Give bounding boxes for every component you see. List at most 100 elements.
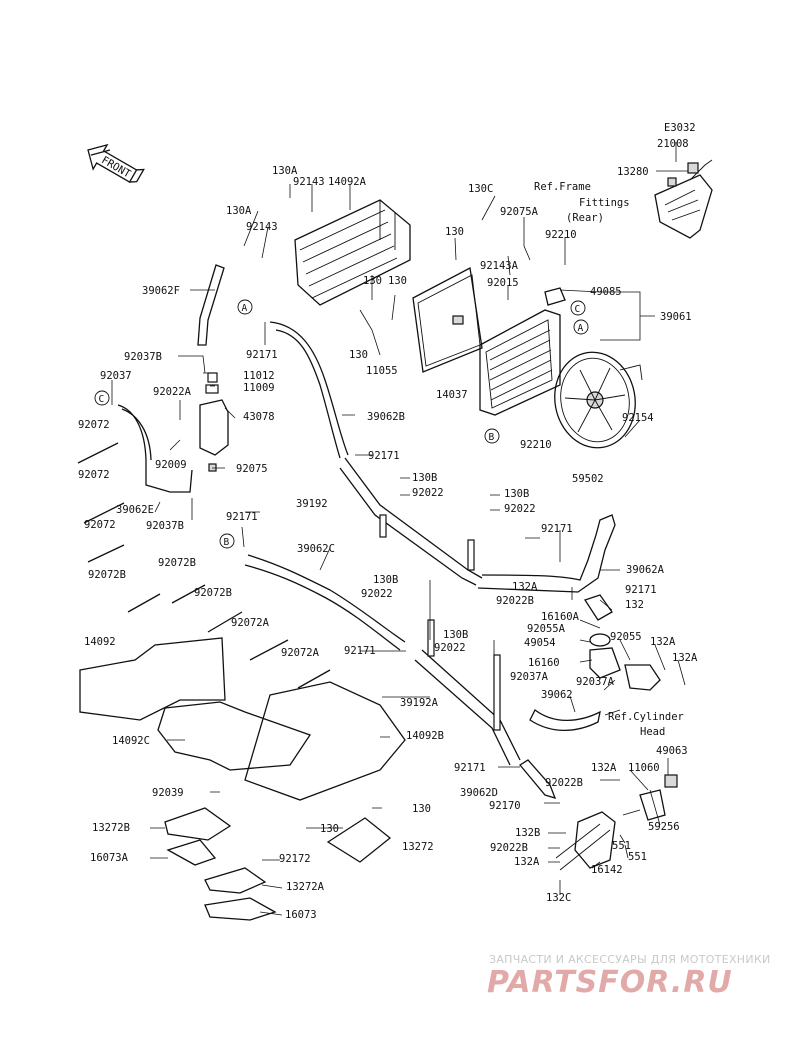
part-label: 92072B bbox=[158, 557, 196, 569]
screen-part bbox=[412, 266, 483, 373]
part-label: 39062F bbox=[142, 285, 180, 297]
ref-frame-line3: (Rear) bbox=[566, 212, 604, 224]
part-label: 13272 bbox=[402, 841, 434, 853]
part-label: 59256 bbox=[648, 821, 680, 833]
part-label: 132C bbox=[546, 892, 571, 904]
cover-14092b bbox=[244, 681, 406, 801]
part-label: 92072 bbox=[78, 419, 110, 431]
part-label: 551 bbox=[628, 851, 647, 863]
bracket-13272 bbox=[326, 817, 392, 863]
part-label: 39192A bbox=[400, 697, 439, 709]
ref-cyl-line1: Ref.Cylinder bbox=[608, 711, 684, 723]
part-label: 39062A bbox=[626, 564, 665, 576]
part-label: 39192 bbox=[296, 498, 328, 510]
part-label: 130B bbox=[504, 488, 529, 500]
part-label: 132A bbox=[672, 652, 698, 664]
part-label: 130B bbox=[412, 472, 437, 484]
svg-text:C: C bbox=[99, 394, 105, 405]
svg-text:B: B bbox=[224, 537, 230, 548]
part-label: 92075 bbox=[236, 463, 268, 475]
radiator-part bbox=[479, 287, 566, 416]
pipe-39192 bbox=[344, 457, 483, 579]
hose-39062c bbox=[247, 554, 406, 643]
part-label: 14092B bbox=[406, 730, 444, 742]
diagram-code: E3032 bbox=[664, 122, 696, 134]
hose-39062e bbox=[117, 404, 193, 493]
frame-fittings-part bbox=[654, 159, 713, 239]
part-label: 92171 bbox=[625, 584, 657, 596]
part-label: 132A bbox=[650, 636, 676, 648]
part-label: 92171 bbox=[226, 511, 258, 523]
part-label: 132A bbox=[514, 856, 540, 868]
part-label: 92143 bbox=[293, 176, 325, 188]
part-label: 92037 bbox=[100, 370, 132, 382]
ref-cyl-line2: Head bbox=[640, 726, 665, 738]
part-label: 49054 bbox=[524, 637, 556, 649]
front-arrow: FRONT bbox=[87, 143, 145, 183]
plate-13272b bbox=[164, 807, 232, 841]
part-label: 130B bbox=[443, 629, 468, 641]
hose-39062a bbox=[477, 514, 616, 593]
part-label: 49063 bbox=[656, 745, 688, 757]
part-labels: 21008 13280 130A 92143 14092A 130A 92143… bbox=[78, 138, 698, 921]
part-label: 11060 bbox=[628, 762, 660, 774]
part-label: 92022 bbox=[412, 487, 444, 499]
part-label: 92171 bbox=[541, 523, 573, 535]
part-label: 92143 bbox=[246, 221, 278, 233]
part-label: 39062B bbox=[367, 411, 405, 423]
hose-39062b bbox=[269, 321, 349, 456]
part-label: 130A bbox=[272, 165, 298, 177]
part-label: 92037A bbox=[576, 676, 615, 688]
marker-b-2: B bbox=[219, 533, 235, 549]
part-label: 14092C bbox=[112, 735, 150, 747]
part-label: 92072A bbox=[281, 647, 320, 659]
part-label: 14037 bbox=[436, 389, 468, 401]
part-label: 11009 bbox=[243, 382, 275, 394]
ref-frame-line2: Fittings bbox=[579, 197, 630, 209]
part-label: 21008 bbox=[657, 138, 689, 150]
part-label: 132 bbox=[625, 599, 644, 611]
leader-lines bbox=[111, 142, 688, 916]
part-label: 92171 bbox=[246, 349, 278, 361]
svg-text:A: A bbox=[578, 323, 584, 334]
part-label: 92022 bbox=[361, 588, 393, 600]
part-label: 92210 bbox=[545, 229, 577, 241]
svg-text:A: A bbox=[242, 303, 248, 314]
part-label: 132B bbox=[515, 827, 540, 839]
part-label: 92172 bbox=[279, 853, 311, 865]
part-label: 92171 bbox=[454, 762, 486, 774]
part-label: 92037B bbox=[124, 351, 162, 363]
part-label: 11055 bbox=[366, 365, 398, 377]
part-label: 130 bbox=[388, 275, 407, 287]
plate-16073a bbox=[166, 839, 217, 866]
marker-c-2: C bbox=[570, 300, 586, 316]
part-label: 130 bbox=[320, 823, 339, 835]
part-label: 92072B bbox=[194, 587, 232, 599]
hose-39062 bbox=[529, 709, 601, 731]
part-label: 92171 bbox=[344, 645, 376, 657]
part-label: 39061 bbox=[660, 311, 692, 323]
part-label: 13272A bbox=[286, 881, 325, 893]
marker-b-1: B bbox=[484, 428, 500, 444]
part-label: 92072A bbox=[231, 617, 270, 629]
marker-c-1: C bbox=[94, 390, 110, 406]
fan-part bbox=[554, 351, 643, 449]
part-label: 551 bbox=[612, 840, 631, 852]
part-label: 49085 bbox=[590, 286, 622, 298]
part-label: 43078 bbox=[243, 411, 275, 423]
part-label: 14092 bbox=[84, 636, 116, 648]
part-label: 92037B bbox=[146, 520, 184, 532]
watermark-tagline: ЗАПЧАСТИ И АКСЕССУАРЫ ДЛЯ МОТОТЕХНИКИ bbox=[489, 953, 771, 966]
part-label: 92055A bbox=[527, 623, 566, 635]
part-label: 13280 bbox=[617, 166, 649, 178]
part-label: 92075A bbox=[500, 206, 539, 218]
part-label: 92039 bbox=[152, 787, 184, 799]
part-label: 92022B bbox=[490, 842, 528, 854]
part-label: 92072B bbox=[88, 569, 126, 581]
part-label: 39062E bbox=[116, 504, 154, 516]
part-label: 130 bbox=[412, 803, 431, 815]
part-label: 39062C bbox=[297, 543, 335, 555]
hose-39062d bbox=[519, 759, 557, 800]
reservoir-part bbox=[199, 372, 229, 472]
